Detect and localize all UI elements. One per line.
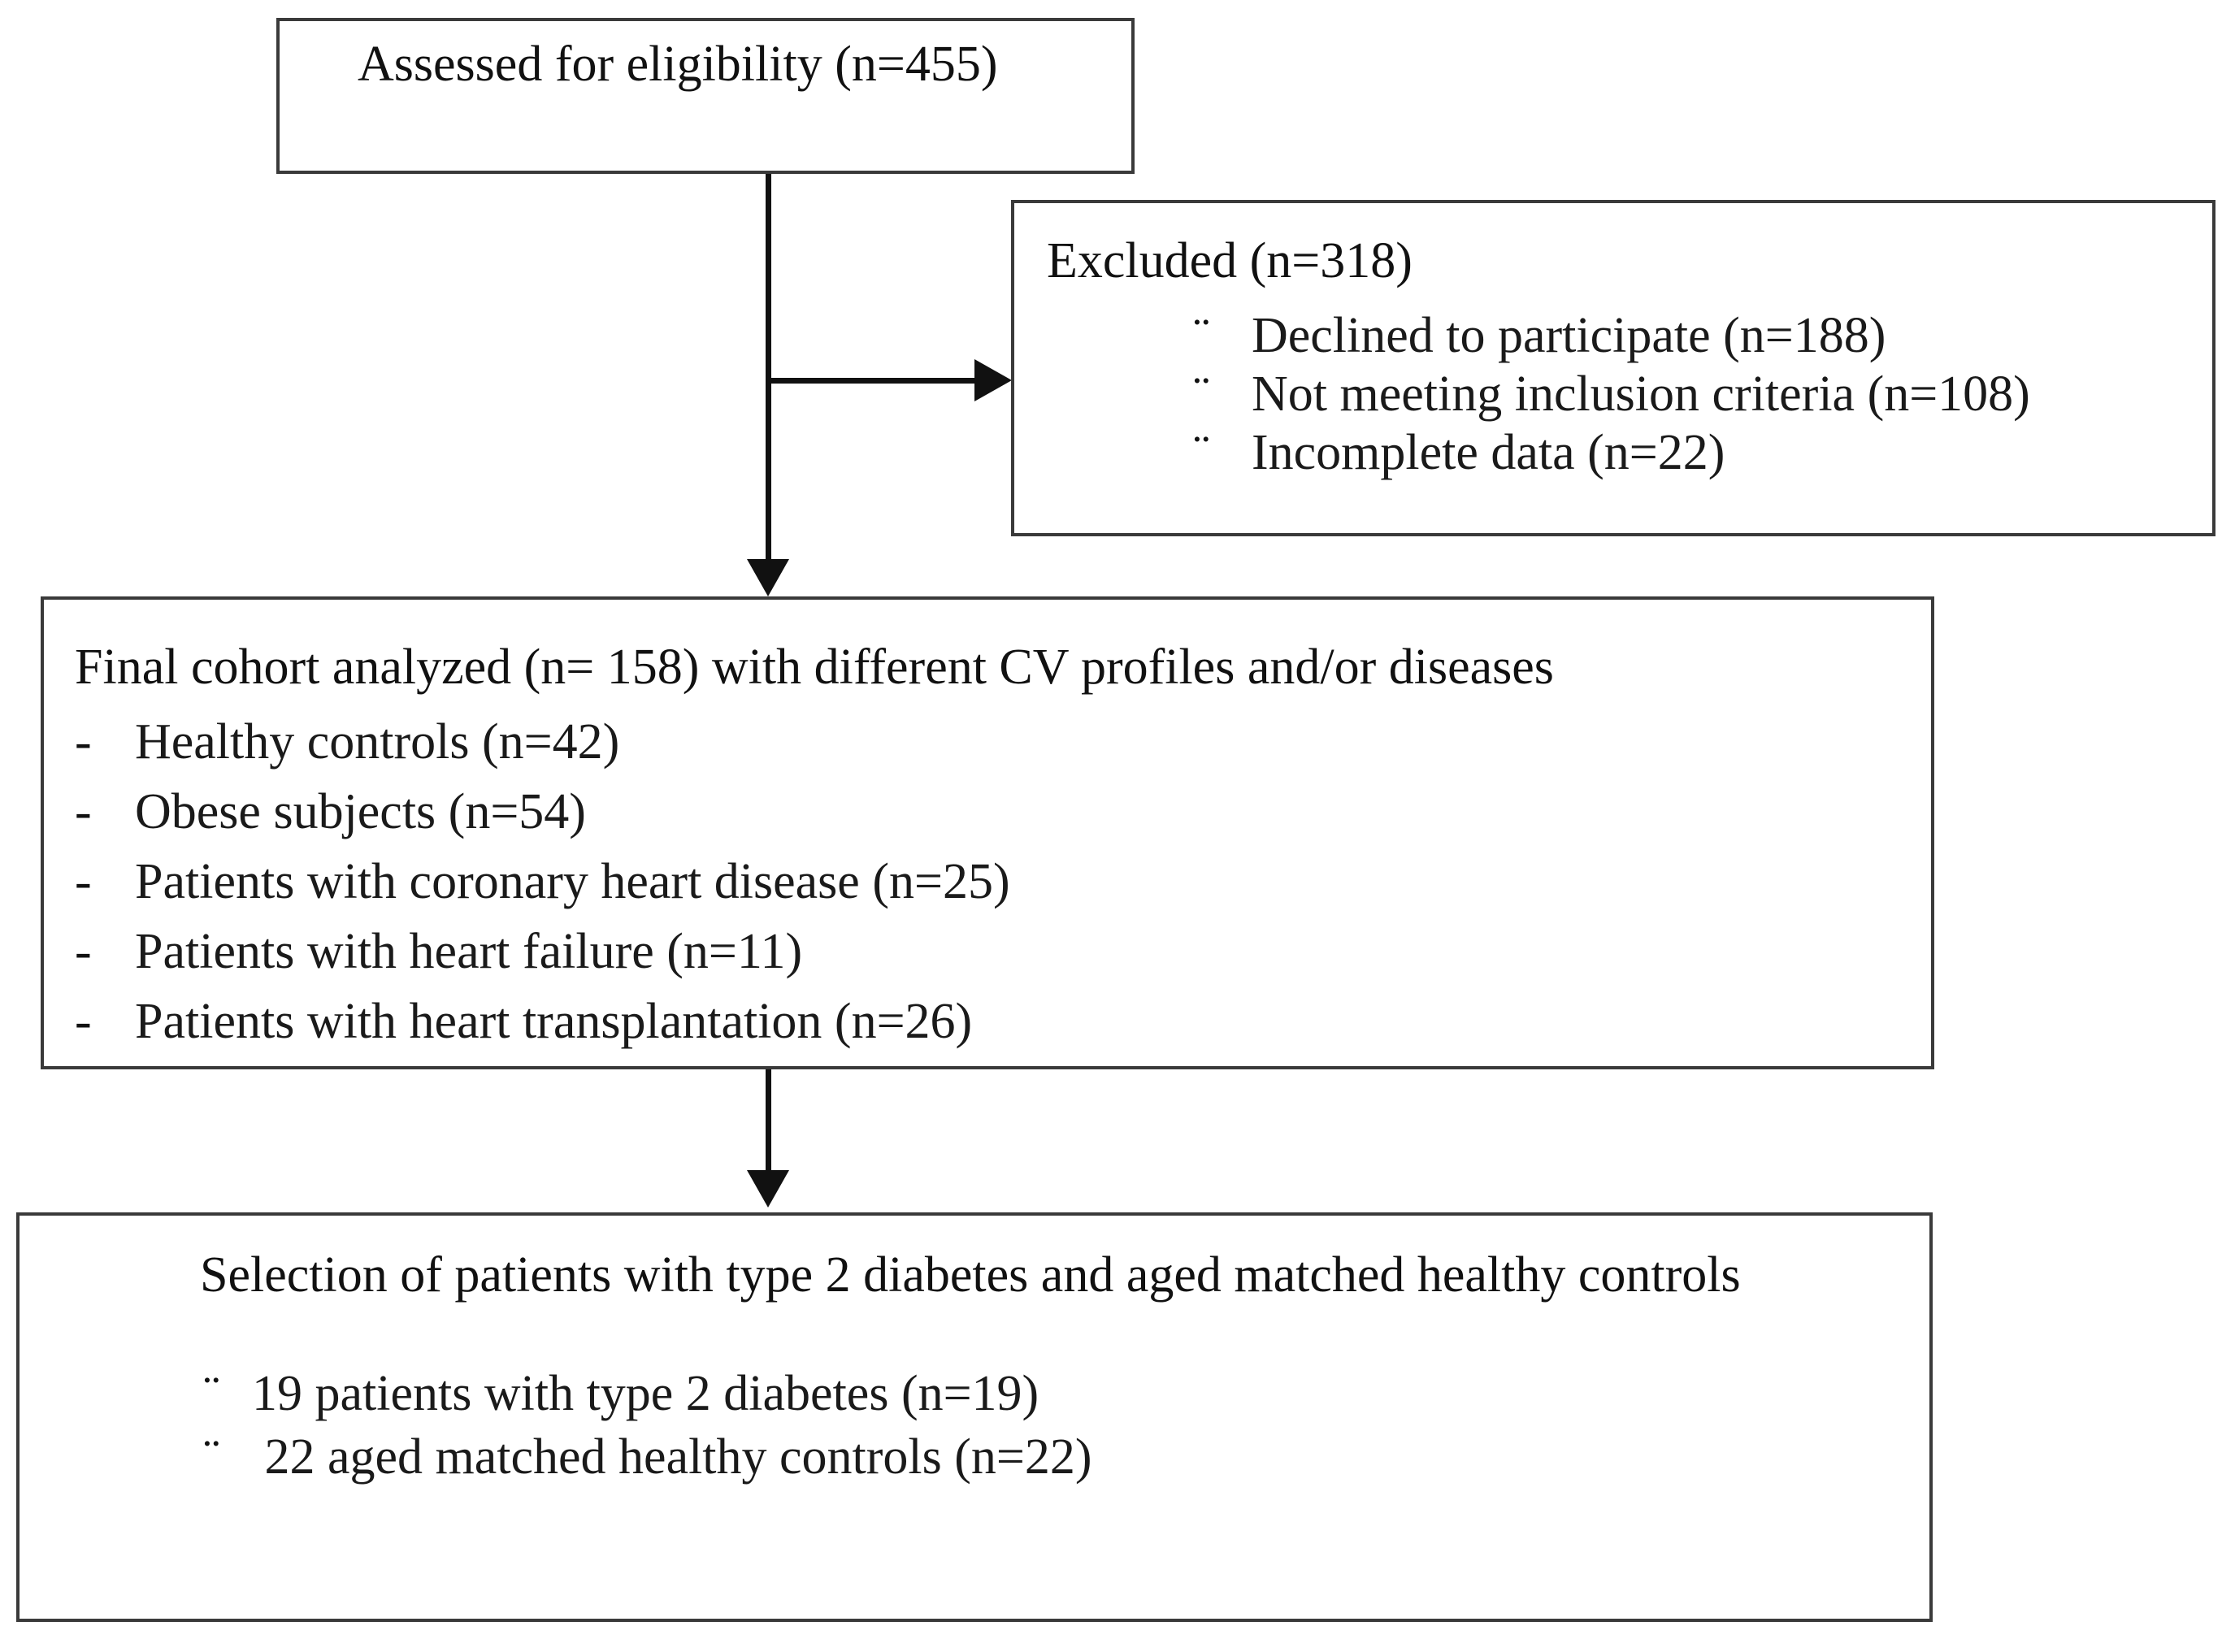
box-final-cohort [41, 596, 1934, 1069]
selection-list-item: ¨ 19 patients with type 2 diabetes (n=19) [203, 1365, 1039, 1423]
selection-list-item: ¨ 22 aged matched healthy controls (n=22… [203, 1429, 1092, 1486]
excluded-list-item: ¨ Incomplete data (n=22) [1193, 424, 1725, 482]
diaeresis-bullet-icon: ¨ [1193, 366, 1210, 422]
connector-assessed-to-cohort-line [766, 174, 771, 577]
connector-cohort-to-selection-arrowhead [747, 1170, 789, 1208]
selection-list-item-label: 19 patients with type 2 diabetes (n=19) [252, 1366, 1039, 1421]
connector-cohort-to-selection-line [766, 1069, 771, 1177]
diaeresis-bullet-icon: ¨ [1193, 308, 1210, 363]
box-selection [16, 1212, 1933, 1622]
dash-bullet-icon: - [75, 994, 92, 1049]
diaeresis-bullet-icon: ¨ [203, 1366, 220, 1421]
final-cohort-title: Final cohort analyzed (n= 158) with diff… [75, 640, 1554, 695]
excluded-list-item-label: Incomplete data (n=22) [1252, 425, 1725, 480]
selection-title: Selection of patients with type 2 diabet… [200, 1247, 1741, 1303]
diaeresis-bullet-icon: ¨ [203, 1429, 220, 1485]
box-assessed-for-eligibility [276, 18, 1135, 174]
excluded-list-item-label: Declined to participate (n=188) [1252, 308, 1886, 363]
cohort-list-item: -Obese subjects (n=54) [75, 783, 586, 841]
dash-bullet-icon: - [75, 714, 92, 770]
cohort-list-item-label: Patients with heart transplantation (n=2… [135, 994, 973, 1049]
cohort-list-item-label: Obese subjects (n=54) [135, 784, 586, 839]
cohort-list-item-label: Patients with coronary heart disease (n=… [135, 854, 1010, 909]
assessed-for-eligibility-label: Assessed for eligibility (n=455) [358, 37, 998, 92]
excluded-list-item: ¨ Declined to participate (n=188) [1193, 307, 1886, 365]
box-excluded [1011, 200, 2215, 536]
diaeresis-bullet-icon: ¨ [1193, 425, 1210, 480]
dash-bullet-icon: - [75, 854, 92, 909]
dash-bullet-icon: - [75, 784, 92, 839]
connector-assessed-to-excluded-line [766, 378, 980, 384]
dash-bullet-icon: - [75, 924, 92, 979]
cohort-list-item: -Patients with coronary heart disease (n… [75, 853, 1010, 911]
excluded-list-item-label: Not meeting inclusion criteria (n=108) [1252, 366, 2030, 422]
selection-list-item-label: 22 aged matched healthy controls (n=22) [252, 1429, 1092, 1485]
cohort-list-item: -Patients with heart failure (n=11) [75, 923, 802, 981]
connector-assessed-to-excluded-arrowhead [974, 359, 1012, 401]
cohort-list-item-label: Healthy controls (n=42) [135, 714, 620, 770]
cohort-list-item-label: Patients with heart failure (n=11) [135, 924, 803, 979]
excluded-title: Excluded (n=318) [1047, 233, 1413, 288]
excluded-list-item: ¨ Not meeting inclusion criteria (n=108) [1193, 366, 2030, 423]
connector-assessed-to-cohort-arrowhead [747, 559, 789, 596]
cohort-list-item: -Healthy controls (n=42) [75, 713, 619, 771]
cohort-list-item: -Patients with heart transplantation (n=… [75, 993, 972, 1051]
